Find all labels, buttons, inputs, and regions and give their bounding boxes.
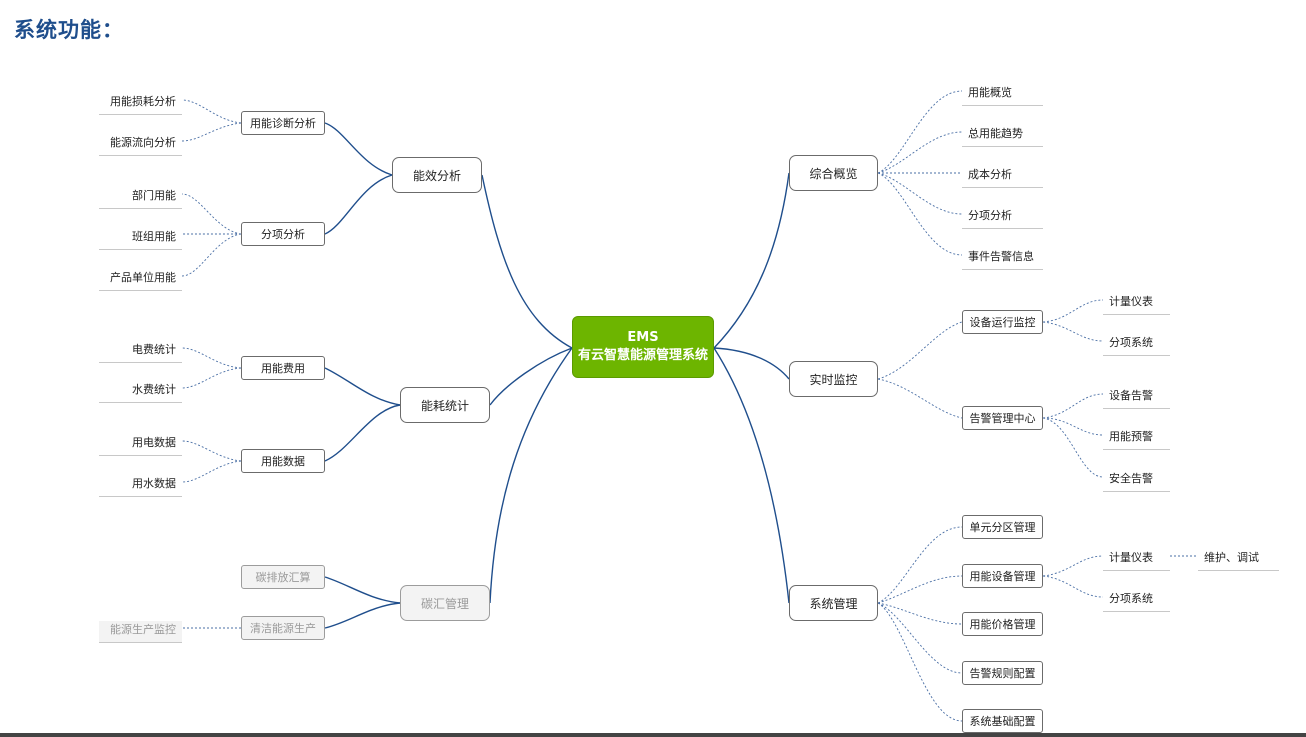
node-alarm-rule-config[interactable]: 告警规则配置 [962,661,1043,685]
node-energy-data[interactable]: 用能数据 [241,449,325,473]
leaf-electricity-cost[interactable]: 电费统计 [99,341,182,363]
node-device-monitor[interactable]: 设备运行监控 [962,310,1043,334]
leaf-safety-alarm[interactable]: 安全告警 [1103,470,1170,492]
leaf-energy-overview[interactable]: 用能概览 [962,84,1043,106]
node-equipment-management[interactable]: 用能设备管理 [962,564,1043,588]
leaf-electricity-data[interactable]: 用电数据 [99,434,182,456]
leaf-energy-production-monitor[interactable]: 能源生产监控 [99,621,182,643]
leaf-equipment-subsystem[interactable]: 分项系统 [1103,590,1170,612]
node-carbon-management[interactable]: 碳汇管理 [400,585,490,621]
link-center-consumption [489,347,573,406]
node-consumption-stats[interactable]: 能耗统计 [400,387,490,423]
center-node-ems[interactable]: EMS 有云智慧能源管理系统 [572,316,714,378]
leaf-event-alarm-info[interactable]: 事件告警信息 [962,248,1043,270]
link-energy-itemized [324,174,393,235]
link-carbon-emission [324,576,401,604]
node-realtime-monitor[interactable]: 实时监控 [789,361,878,397]
leaf-flow-analysis[interactable]: 能源流向分析 [99,134,182,156]
node-carbon-emission[interactable]: 碳排放汇算 [241,565,325,589]
link-center-overview [713,172,790,349]
leaf-total-trend[interactable]: 总用能趋势 [962,125,1043,147]
leaf-team-energy[interactable]: 班组用能 [99,228,182,250]
node-itemized-analysis[interactable]: 分项分析 [241,222,325,246]
leaf-itemized-analysis[interactable]: 分项分析 [962,207,1043,229]
center-line-2: 有云智慧能源管理系统 [577,348,708,363]
leaf-product-unit-energy[interactable]: 产品单位用能 [99,269,182,291]
link-carbon-clean [324,602,401,629]
leaf-energy-warning[interactable]: 用能预警 [1103,428,1170,450]
leaf-water-data[interactable]: 用水数据 [99,475,182,497]
link-center-energy-analysis [481,174,573,349]
leaf-equipment-meter[interactable]: 计量仪表 [1103,549,1170,571]
node-energy-analysis[interactable]: 能效分析 [392,157,482,193]
link-consumption-cost [324,367,401,406]
leaf-metering-meter[interactable]: 计量仪表 [1103,293,1170,315]
link-consumption-data [324,404,401,462]
node-energy-cost[interactable]: 用能费用 [241,356,325,380]
leaf-device-alarm[interactable]: 设备告警 [1103,387,1170,409]
link-energy-diagnosis [324,122,393,176]
leaf-water-cost[interactable]: 水费统计 [99,381,182,403]
page-title: 系统功能： [14,18,124,42]
link-center-monitor [713,347,790,380]
leaf-subsystem[interactable]: 分项系统 [1103,334,1170,356]
link-center-system [713,347,790,604]
leaf-cost-analysis[interactable]: 成本分析 [962,166,1043,188]
bottom-edge-bar [0,733,1306,737]
node-price-management[interactable]: 用能价格管理 [962,612,1043,636]
node-unit-zone-management[interactable]: 单元分区管理 [962,515,1043,539]
link-center-carbon [489,347,573,604]
node-energy-diagnosis[interactable]: 用能诊断分析 [241,111,325,135]
node-clean-energy[interactable]: 清洁能源生产 [241,616,325,640]
node-overview[interactable]: 综合概览 [789,155,878,191]
leaf-loss-analysis[interactable]: 用能损耗分析 [99,93,182,115]
center-line-1: EMS [627,330,659,345]
node-system-management[interactable]: 系统管理 [789,585,878,621]
leaf-maintenance-debug[interactable]: 维护、调试 [1198,549,1279,571]
node-base-config[interactable]: 系统基础配置 [962,709,1043,733]
node-alarm-center[interactable]: 告警管理中心 [962,406,1043,430]
leaf-department-energy[interactable]: 部门用能 [99,187,182,209]
